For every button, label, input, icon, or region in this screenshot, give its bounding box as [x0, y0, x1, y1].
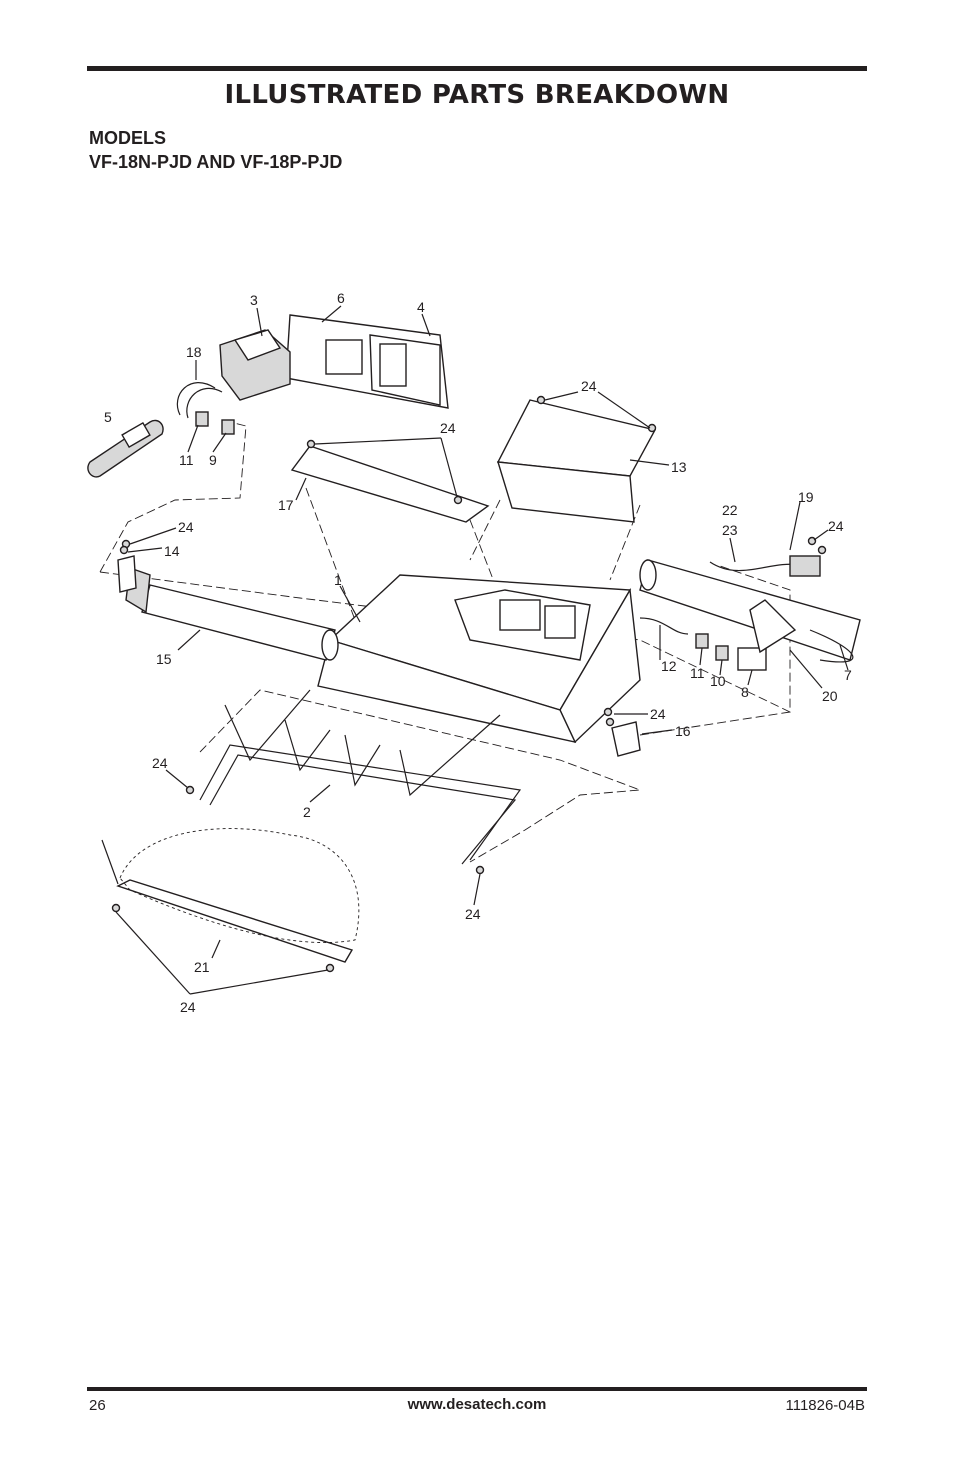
- callout-19: 19: [798, 489, 814, 505]
- base-tray-1: [317, 574, 641, 744]
- callout-17: 17: [278, 497, 294, 513]
- flex-line-12: [639, 617, 689, 635]
- logs-outline: [119, 828, 360, 943]
- bracket-14: [117, 555, 137, 593]
- callout-4: 4: [417, 299, 425, 315]
- assembly-outline-grate: [199, 689, 641, 863]
- heat-shield-13-front: [497, 461, 635, 523]
- callout-9: 9: [209, 452, 217, 468]
- leader-lines: [101, 305, 849, 995]
- callout-3: 3: [250, 292, 258, 308]
- bottom-rule: [87, 1387, 867, 1391]
- callout-7: 7: [844, 667, 852, 683]
- callout-24-shield: 24: [581, 378, 597, 394]
- page-number: 26: [89, 1397, 106, 1414]
- models-label: MODELS: [89, 128, 167, 148]
- callout-24-tray: 24: [180, 999, 196, 1015]
- callout-12: 12: [661, 658, 677, 674]
- page-title: ILLUSTRATED PARTS BREAKDOWN: [224, 80, 730, 110]
- fitting-11-top: [195, 411, 209, 427]
- assembly-outline-left: [99, 419, 247, 573]
- assembly-outline-shield2: [609, 504, 641, 581]
- callout-22: 22: [722, 502, 738, 518]
- callout-11-bottom: 11: [690, 665, 705, 681]
- rail-17: [290, 445, 490, 523]
- callout-10: 10: [710, 673, 726, 689]
- callout-23: 23: [722, 522, 738, 538]
- ember-tray-21: [116, 879, 354, 963]
- callout-21: 21: [194, 959, 210, 975]
- callout-14: 14: [164, 543, 180, 559]
- control-module: [176, 314, 449, 419]
- callout-8: 8: [741, 684, 749, 700]
- callout-24-pilot: 24: [828, 518, 844, 534]
- callout-11-top: 11: [179, 452, 194, 468]
- callout-6: 6: [337, 290, 345, 306]
- log-grate-2: [199, 689, 522, 865]
- website-link[interactable]: www.desatech.com: [407, 1396, 547, 1413]
- assembly-outline-bottom: [99, 565, 791, 713]
- assembly-outline-shield: [469, 499, 501, 561]
- callout-20: 20: [822, 688, 838, 704]
- callout-24-grate-right: 24: [465, 906, 481, 922]
- models-heading: MODELS VF-18N-PJD AND VF-18P-PJD: [89, 126, 342, 174]
- callout-15: 15: [156, 651, 172, 667]
- document-number: 111826-04B: [785, 1397, 865, 1414]
- callout-24-rail: 24: [440, 420, 456, 436]
- callout-24-bracket-right: 24: [650, 706, 666, 722]
- fitting-10: [715, 645, 729, 661]
- callout-18: 18: [186, 344, 202, 360]
- callout-1: 1: [334, 572, 342, 588]
- remote-control: [87, 419, 164, 478]
- callout-24-bracket-left: 24: [178, 519, 194, 535]
- callout-5: 5: [104, 409, 112, 425]
- callout-2: 2: [303, 804, 311, 820]
- models-list: VF-18N-PJD AND VF-18P-PJD: [89, 152, 343, 172]
- screws: [111, 395, 827, 973]
- callout-16: 16: [675, 723, 691, 739]
- callout-24-grate-left: 24: [152, 755, 168, 771]
- pilot-tube-22: [709, 561, 801, 572]
- fitting-9: [221, 419, 235, 435]
- top-rule: [87, 66, 867, 71]
- pilot-19: [789, 555, 821, 577]
- fitting-11-bottom: [695, 633, 709, 649]
- bracket-16: [611, 721, 641, 757]
- callout-13: 13: [671, 459, 687, 475]
- bracket-20: [749, 599, 797, 654]
- burner-tube-15: [125, 567, 339, 661]
- parts-breakdown-diagram: 3 6 4 18 5 11 9 24 24 13 17 19 22 23 24 …: [87, 290, 861, 1015]
